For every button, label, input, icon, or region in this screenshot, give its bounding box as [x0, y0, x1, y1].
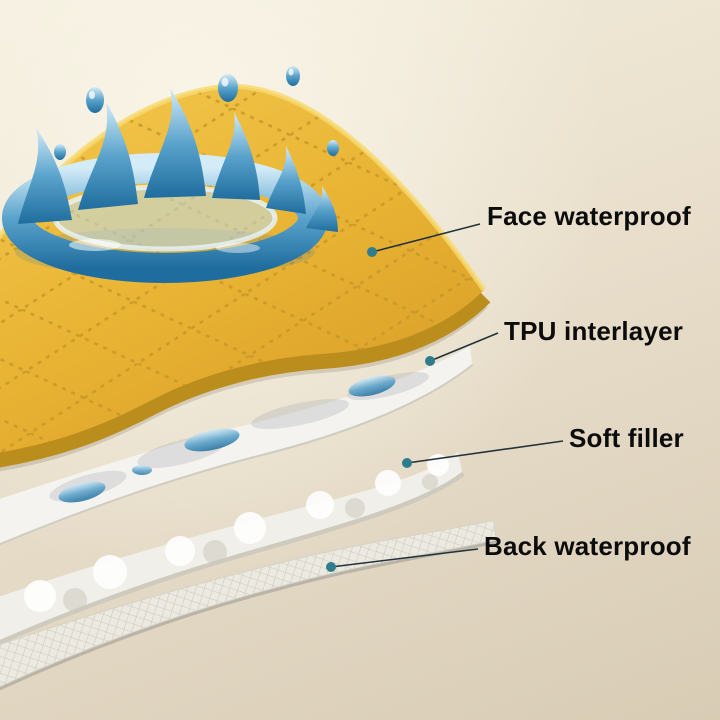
splash-droplets — [54, 66, 339, 160]
leader-line-soft — [406, 440, 564, 464]
tpu-interlayer-layer — [0, 346, 474, 546]
layer-label-face-waterproof: Face waterproof — [487, 201, 691, 231]
leader-line-face — [371, 223, 481, 253]
leader-dot-back — [326, 562, 336, 572]
fluff-texture — [24, 454, 449, 612]
layer-label-back-waterproof: Back waterproof — [484, 531, 691, 561]
leader-lines — [330, 223, 564, 568]
leader-dot-tpu — [425, 356, 435, 366]
splash-spikes — [18, 88, 338, 232]
water-splash — [2, 66, 339, 283]
layer-label-tpu-interlayer: TPU interlayer — [504, 316, 684, 346]
soft-filler-layer — [0, 452, 465, 645]
leader-dot-face — [367, 247, 377, 257]
water-droplet — [58, 375, 396, 503]
leader-dot-soft — [402, 458, 412, 468]
leader-dots — [326, 247, 435, 572]
layer-label-soft-filler: Soft filler — [569, 423, 684, 453]
leader-line-back — [330, 548, 479, 568]
leader-line-tpu — [429, 332, 499, 362]
